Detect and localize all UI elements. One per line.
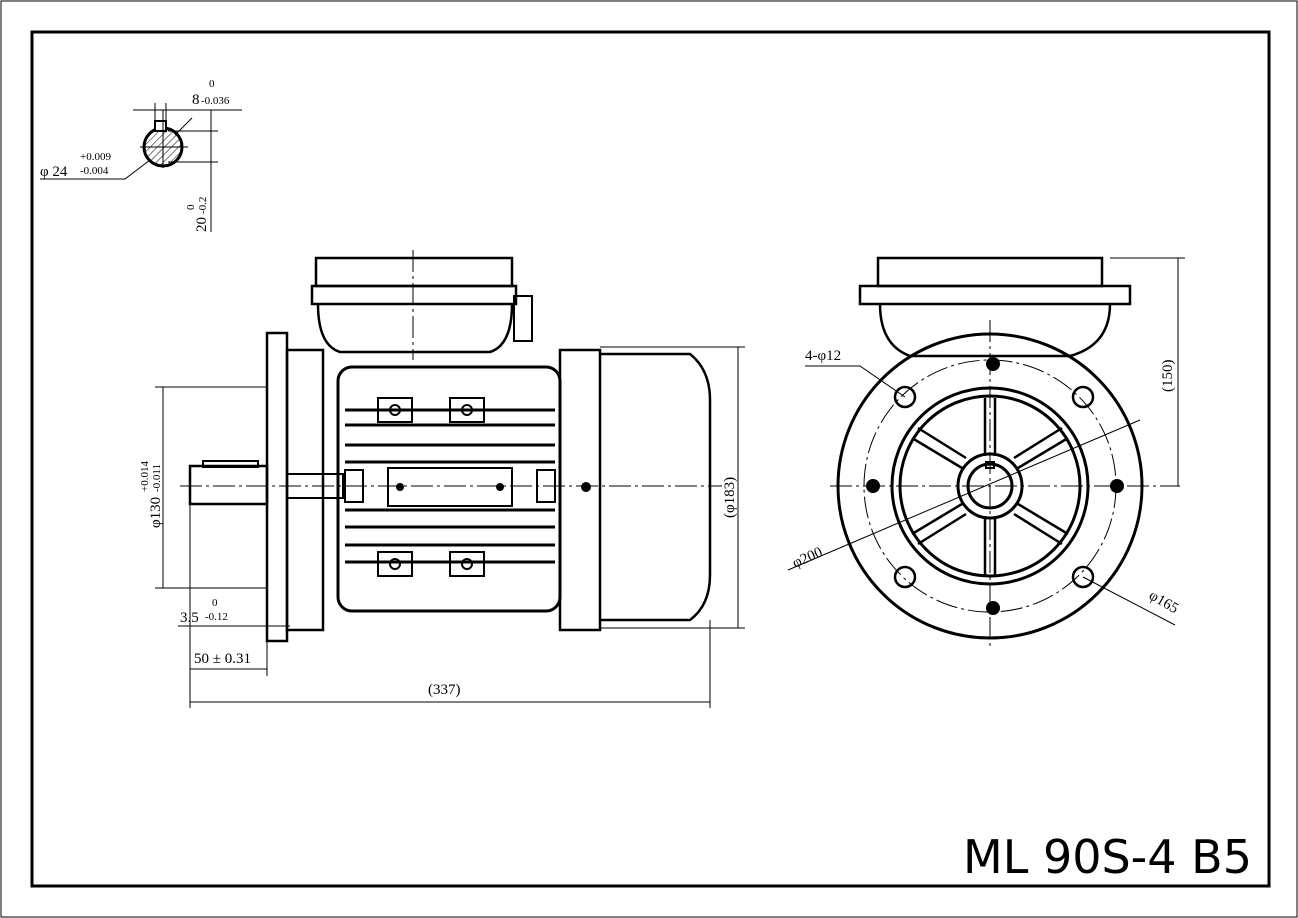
spigot-upper-tol: +0.014 (139, 461, 151, 492)
key-width-upper-tol: 0 (209, 78, 215, 90)
spigot-depth-dim: 3.5 (180, 610, 199, 626)
key-depth-lower-tol: -0.2 (197, 197, 209, 214)
key-width-lower-tol: -0.036 (201, 95, 230, 107)
side-view: φ130 +0.014 -0.011 3.5 0 -0.12 50 ± 0.31… (139, 250, 745, 708)
shaft-diameter-dim: φ 24 (40, 164, 68, 180)
shaft-diameter-lower-tol: -0.004 (80, 165, 109, 177)
key-depth-upper-tol: 0 (185, 204, 197, 210)
holes-dim: 4-φ12 (805, 348, 841, 364)
spigot-depth-upper-tol: 0 (212, 597, 218, 609)
flange-diameter-dim: φ200 (790, 544, 825, 571)
shaft-diameter-upper-tol: +0.009 (80, 151, 111, 163)
spigot-lower-tol: -0.011 (151, 464, 163, 492)
shaft-cross-section: 8 0 -0.036 φ 24 +0.009 -0.004 20 0 -0.2 (40, 78, 242, 232)
drawing-title: ML 90S-4 B5 (963, 830, 1252, 884)
overall-length-dim: (337) (428, 682, 461, 698)
inner-frame (30, 30, 1271, 888)
box-height-dim: (150) (1160, 360, 1176, 393)
body-diameter-dim: (φ183) (722, 477, 738, 518)
spigot-diameter-dim: φ130 (148, 497, 164, 528)
spigot-depth-lower-tol: -0.12 (205, 611, 228, 623)
shaft-length-dim: 50 ± 0.31 (194, 651, 251, 667)
key-depth-dim: 20 (194, 217, 210, 232)
end-view: 4-φ12 (150) φ200 φ165 (787, 256, 1185, 650)
key-width-dim: 8 (192, 92, 200, 108)
